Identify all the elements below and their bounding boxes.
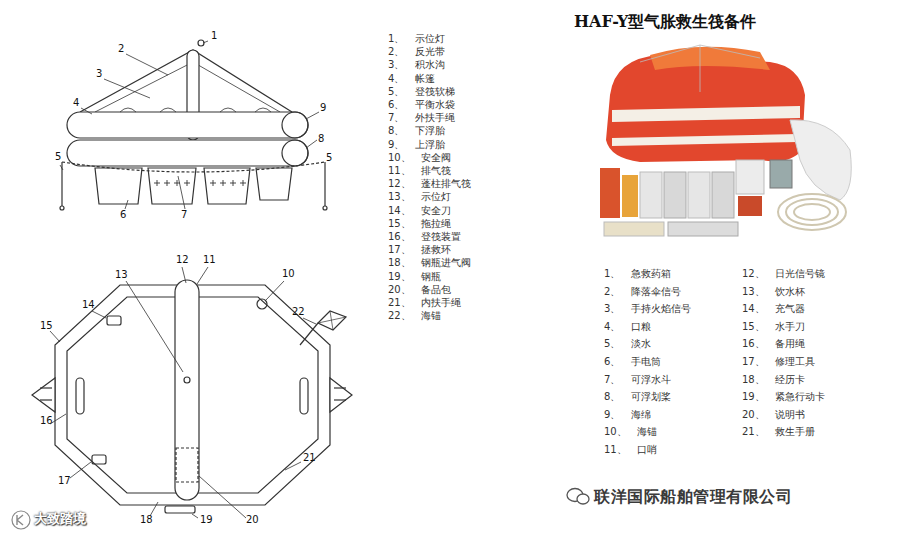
spare-list-item: 5、 淡水 [604, 338, 651, 350]
spare-list-item: 21、 救生手册 [742, 426, 815, 438]
spare-list-item: 16、 备用绳 [742, 338, 805, 350]
callout-number: 17 [58, 475, 71, 487]
part-list-item: 17、 拯救环 [388, 244, 451, 256]
callout-number: 5 [326, 152, 332, 164]
callout-number: 21 [303, 452, 316, 464]
callout-number: 15 [40, 320, 53, 332]
callout-number: 20 [246, 514, 259, 526]
spare-list-item: 12、 日光信号镜 [742, 268, 825, 280]
callout-number: 9 [320, 102, 326, 114]
callout-number: 16 [40, 415, 53, 427]
callout-number: 6 [120, 209, 126, 221]
part-list-item: 12、 蓬柱排气筏 [388, 178, 471, 190]
spare-list-item: 8、 可浮划桨 [604, 391, 671, 403]
spare-list-item: 6、 手电筒 [604, 356, 661, 368]
part-list-item: 13、 示位灯 [388, 191, 451, 203]
callout-number: 12 [176, 254, 189, 266]
part-list-item: 18、 钢瓶进气阀 [388, 257, 471, 269]
callout-number: 4 [73, 97, 79, 109]
spare-list-item: 13、 饮水杯 [742, 286, 805, 298]
callout-number: 11 [203, 254, 216, 266]
part-list-item: 8、 下浮胎 [388, 125, 445, 137]
spare-list-item: 17、 修理工具 [742, 356, 815, 368]
spare-list-item: 1、 急救药箱 [604, 268, 671, 280]
callout-number: 5 [55, 151, 61, 163]
watermark-icon [12, 511, 30, 529]
part-list-item: 9、 上浮胎 [388, 139, 445, 151]
part-list-item: 5、 登筏软梯 [388, 86, 455, 98]
callout-number: 13 [115, 269, 128, 281]
part-list-item: 10、 安全阀 [388, 152, 451, 164]
part-list-item: 7、 外扶手绳 [388, 112, 455, 124]
part-list-item: 3、 积水沟 [388, 59, 445, 71]
callout-number: 18 [140, 514, 153, 526]
part-list-item: 11、 排气筏 [388, 165, 451, 177]
equipment-photo [596, 44, 862, 242]
callout-number: 19 [200, 514, 213, 526]
part-list-item: 20、 备品包 [388, 284, 451, 296]
spare-list-item: 2、 降落伞信号 [604, 286, 681, 298]
part-list-item: 14、 安全刀 [388, 205, 451, 217]
callout-number: 3 [96, 68, 102, 80]
figure-title: HAF-Y型气胀救生筏备件 [574, 12, 756, 31]
callout-number: 22 [292, 306, 305, 318]
spare-list-item: 11、 口哨 [604, 444, 657, 456]
spare-list-item: 3、 手持火焰信号 [604, 303, 691, 315]
spare-list-item: 4、 口粮 [604, 321, 651, 333]
callout-number: 8 [318, 133, 324, 145]
spare-list-item: 10、 海锚 [604, 426, 657, 438]
watermark: 联洋国际船舶管理有限公司 [594, 487, 792, 506]
part-list-item: 15、 拖拉绳 [388, 218, 451, 230]
part-list-item: 16、 登筏装置 [388, 231, 461, 243]
callout-number: 7 [181, 209, 187, 221]
spare-list-item: 7、 可浮水斗 [604, 374, 671, 386]
spare-list-item: 15、 水手刀 [742, 321, 805, 333]
part-list-item: 2、 反光带 [388, 46, 445, 58]
part-list-item: 6、 平衡水袋 [388, 99, 455, 111]
spare-list-item: 18、 经历卡 [742, 374, 805, 386]
spare-list-item: 14、 充气器 [742, 303, 805, 315]
spare-list-item: 20、 说明书 [742, 409, 805, 421]
part-list-item: 22、 海锚 [388, 310, 441, 322]
spare-list-item: 9、 海绵 [604, 409, 651, 421]
part-list-item: 19、 钢瓶 [388, 271, 441, 283]
watermark: 大致踏境 [34, 511, 86, 527]
spare-list-item: 19、 紧急行动卡 [742, 391, 825, 403]
part-list-item: 4、 帐篷 [388, 73, 435, 85]
callout-number: 2 [118, 43, 124, 55]
callout-number: 14 [82, 299, 95, 311]
callout-number: 10 [282, 268, 295, 280]
callout-number: 1 [211, 30, 217, 42]
part-list-item: 1、 示位灯 [388, 33, 445, 45]
part-list-item: 21、 内扶手绳 [388, 297, 461, 309]
